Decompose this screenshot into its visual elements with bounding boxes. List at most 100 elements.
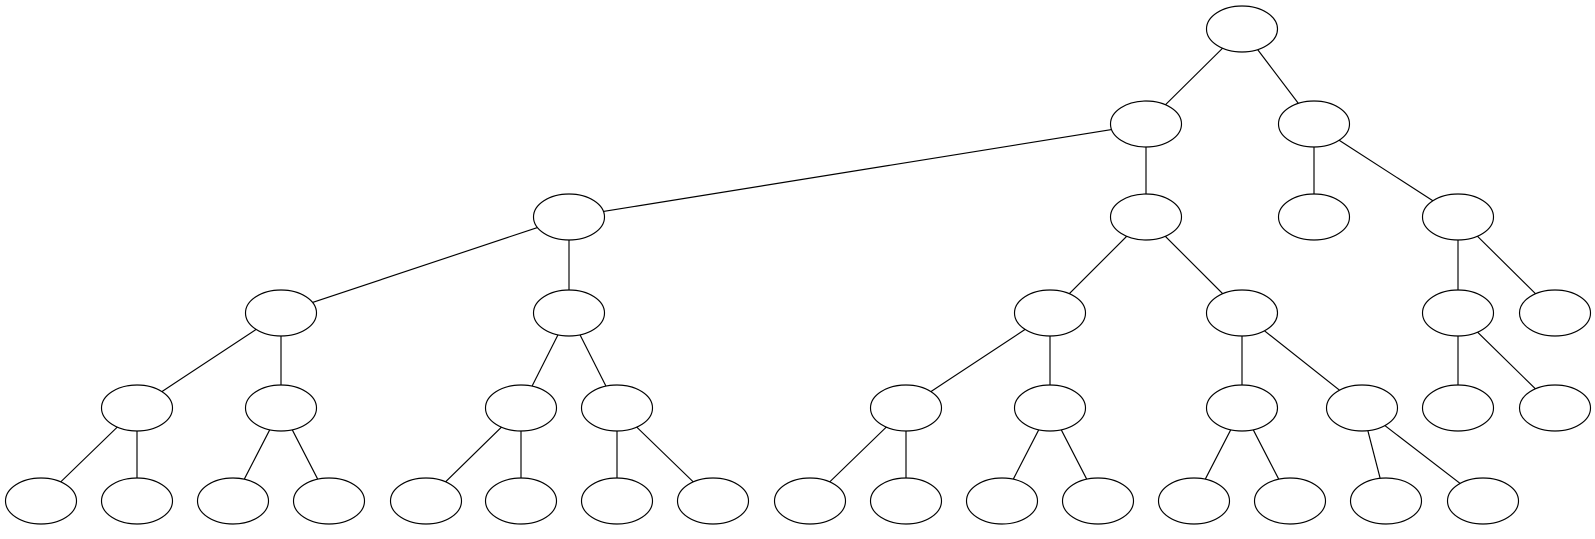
edge-n8-n16 [579, 334, 607, 387]
node-ellipse [965, 477, 1039, 525]
tree-node-n30 [676, 477, 750, 525]
edge-n20-n38 [1384, 425, 1461, 484]
edge-n10-n20 [1264, 330, 1340, 391]
node-ellipse [1109, 100, 1183, 148]
tree-node-n20 [1325, 384, 1399, 432]
edge-n4-n9 [1068, 235, 1128, 295]
node-ellipse [580, 384, 654, 432]
node-ellipse [100, 477, 174, 525]
tree-node-n16 [580, 384, 654, 432]
edge-n0-n2 [1257, 49, 1299, 104]
tree-node-n2 [1277, 100, 1351, 148]
edge-n17-n31 [829, 426, 887, 483]
tree-node-n21 [1421, 384, 1495, 432]
edge-n14-n26 [291, 429, 319, 480]
node-ellipse [1446, 477, 1520, 525]
node-ellipse [580, 477, 654, 525]
tree-node-n23 [4, 477, 78, 525]
node-ellipse [1325, 384, 1399, 432]
tree-node-n22 [1518, 384, 1592, 432]
tree-node-n26 [292, 477, 366, 525]
node-ellipse [1205, 5, 1279, 53]
tree-node-n38 [1446, 477, 1520, 525]
tree-node-n0 [1205, 5, 1279, 53]
tree-node-n36 [1253, 477, 1327, 525]
node-ellipse [1013, 289, 1087, 337]
tree-node-n9 [1013, 289, 1087, 337]
tree-node-n8 [532, 289, 606, 337]
tree-node-n11 [1421, 289, 1495, 337]
node-ellipse [1061, 477, 1135, 525]
edge-n9-n17 [930, 328, 1026, 393]
node-ellipse [676, 477, 750, 525]
edge-n20-n37 [1367, 430, 1381, 479]
edge-n1-n3 [603, 128, 1112, 213]
tree-node-n34 [1061, 477, 1135, 525]
node-ellipse [1205, 289, 1279, 337]
edge-n18-n34 [1060, 429, 1088, 480]
node-ellipse [1518, 289, 1592, 337]
tree-node-n18 [1013, 384, 1087, 432]
tree-node-n32 [869, 477, 943, 525]
node-ellipse [292, 477, 366, 525]
node-ellipse [484, 477, 558, 525]
node-ellipse [1205, 384, 1279, 432]
node-ellipse [1109, 193, 1183, 241]
edge-n7-n13 [161, 328, 257, 393]
node-ellipse [869, 477, 943, 525]
node-ellipse [1157, 477, 1231, 525]
node-ellipse [1013, 384, 1087, 432]
node-ellipse [1421, 289, 1495, 337]
tree-node-n33 [965, 477, 1039, 525]
tree-node-n13 [100, 384, 174, 432]
edges-layer [60, 47, 1536, 484]
edge-n19-n35 [1204, 429, 1232, 480]
tree-node-n10 [1205, 289, 1279, 337]
node-ellipse [100, 384, 174, 432]
node-ellipse [4, 477, 78, 525]
tree-node-n12 [1518, 289, 1592, 337]
edge-n4-n10 [1164, 235, 1224, 295]
node-ellipse [773, 477, 847, 525]
edge-n13-n23 [60, 426, 118, 483]
tree-node-n14 [244, 384, 318, 432]
node-ellipse [1421, 193, 1495, 241]
tree-node-n5 [1277, 193, 1351, 241]
tree-node-n1 [1109, 100, 1183, 148]
edge-n11-n22 [1477, 331, 1536, 390]
tree-node-n24 [100, 477, 174, 525]
tree-node-n31 [773, 477, 847, 525]
node-ellipse [196, 477, 270, 525]
tree-node-n27 [389, 477, 463, 525]
node-ellipse [1421, 384, 1495, 432]
node-ellipse [1253, 477, 1327, 525]
node-ellipse [1349, 477, 1423, 525]
tree-node-n7 [244, 289, 318, 337]
tree-node-n28 [484, 477, 558, 525]
edge-n2-n6 [1338, 139, 1434, 202]
tree-node-n17 [869, 384, 943, 432]
edge-n6-n12 [1477, 235, 1536, 295]
node-ellipse [869, 384, 943, 432]
tree-node-n37 [1349, 477, 1423, 525]
tree-node-n25 [196, 477, 270, 525]
edge-n14-n25 [243, 429, 271, 480]
node-ellipse [484, 384, 558, 432]
edge-n18-n33 [1012, 429, 1040, 480]
tree-node-n4 [1109, 193, 1183, 241]
node-ellipse [532, 193, 606, 241]
node-ellipse [1277, 100, 1351, 148]
edge-n0-n1 [1165, 47, 1223, 106]
node-ellipse [1277, 193, 1351, 241]
tree-node-n6 [1421, 193, 1495, 241]
tree-node-n3 [532, 193, 606, 241]
tree-node-n29 [580, 477, 654, 525]
tree-node-n35 [1157, 477, 1231, 525]
nodes-layer [4, 5, 1592, 525]
tree-node-n19 [1205, 384, 1279, 432]
node-ellipse [1518, 384, 1592, 432]
edge-n16-n30 [636, 426, 694, 483]
node-ellipse [244, 384, 318, 432]
node-ellipse [244, 289, 318, 337]
